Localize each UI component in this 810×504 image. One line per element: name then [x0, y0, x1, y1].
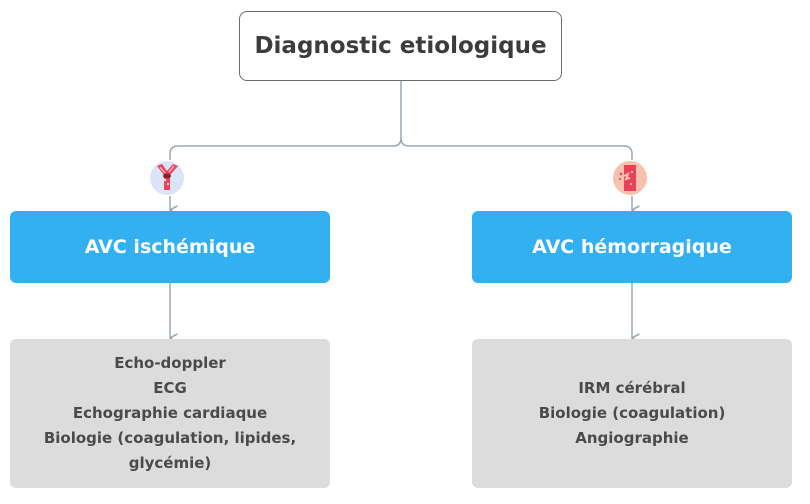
hemorrhagic-stroke-node: AVC hémorragique [472, 211, 792, 283]
ischemic-exams-node: Echo-doppler ECG Echographie cardiaque B… [10, 339, 330, 488]
root-node: Diagnostic etiologique [239, 11, 562, 81]
ruptured-vessel-icon [612, 160, 648, 196]
hemorrhagic-exams-node: IRM cérébral Biologie (coagulation) Angi… [472, 339, 792, 488]
ischemic-stroke-label: AVC ischémique [84, 236, 256, 258]
exam-item: Biologie (coagulation) [538, 404, 726, 422]
exam-item: Echographie cardiaque [72, 404, 268, 422]
exam-item: Angiographie [575, 429, 689, 447]
exam-item: ECG [153, 379, 187, 397]
exam-item: Echo-doppler [114, 354, 226, 372]
exam-item: glycémie) [128, 454, 212, 472]
ischemic-stroke-node: AVC ischémique [10, 211, 330, 283]
exam-item: Biologie (coagulation, lipides, [43, 429, 297, 447]
root-title: Diagnostic etiologique [254, 33, 547, 59]
blocked-vessel-icon [149, 160, 185, 196]
hemorrhagic-stroke-label: AVC hémorragique [532, 236, 732, 258]
root-connector-right [400, 137, 633, 160]
exam-item: IRM cérébral [578, 379, 686, 397]
root-connector [169, 81, 402, 160]
